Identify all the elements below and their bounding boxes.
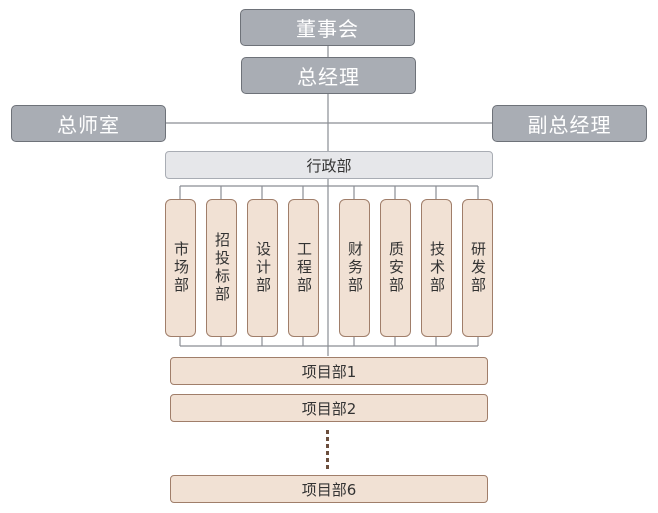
- gm-box: 总经理: [241, 57, 416, 94]
- dept-box-design: 设计部: [247, 199, 278, 337]
- project-box-6: 项目部6: [170, 475, 488, 503]
- dept-box-bidding: 招投标部: [206, 199, 237, 337]
- president-office-box: 总师室: [11, 105, 166, 142]
- project-box-1: 项目部1: [170, 357, 488, 385]
- deputy-gm-box: 副总经理: [492, 105, 647, 142]
- project-box-2: 项目部2: [170, 394, 488, 422]
- dept-box-quality-safety: 质安部: [380, 199, 411, 337]
- dept-box-rnd: 研发部: [462, 199, 493, 337]
- board-box: 董事会: [240, 9, 415, 46]
- dept-box-technology: 技术部: [421, 199, 452, 337]
- ellipsis-dots: [326, 430, 329, 469]
- dept-box-finance: 财务部: [339, 199, 370, 337]
- admin-dept-box: 行政部: [165, 151, 493, 179]
- dept-box-market: 市场部: [165, 199, 196, 337]
- dept-box-engineering: 工程部: [288, 199, 319, 337]
